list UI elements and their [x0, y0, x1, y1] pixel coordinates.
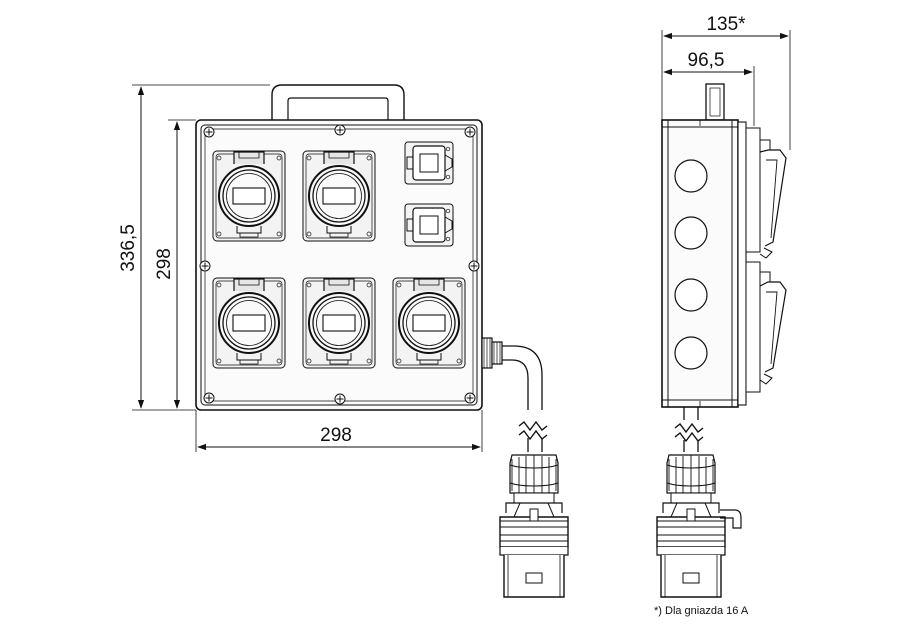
side-view — [656, 83, 787, 598]
front-view — [195, 84, 569, 598]
footnote: *) Dla gniazda 16 A — [654, 605, 749, 617]
socket-3p-2 — [302, 150, 376, 242]
cable-gland — [481, 337, 503, 369]
cee-plug-front — [499, 454, 569, 598]
socket-3p-3 — [212, 277, 286, 369]
socket-3p-1 — [212, 150, 286, 242]
carry-handle — [271, 84, 405, 120]
dim-total-height: 336,5 — [118, 224, 139, 272]
side-socket-upper — [745, 127, 787, 259]
supply-cable — [502, 345, 543, 410]
side-socket-lower — [745, 261, 787, 393]
cee-plug-side — [656, 454, 726, 598]
dim-box-height: 298 — [154, 248, 175, 280]
dim-side-total-depth: 135* — [706, 14, 746, 35]
socket-230v-2 — [404, 203, 454, 247]
dim-box-width: 298 — [320, 425, 352, 446]
socket-3p-5 — [392, 277, 466, 369]
dim-side-box-depth: 96,5 — [688, 50, 725, 71]
dimension-lines — [132, 30, 791, 452]
socket-230v-1 — [404, 141, 454, 185]
socket-3p-4 — [302, 277, 376, 369]
